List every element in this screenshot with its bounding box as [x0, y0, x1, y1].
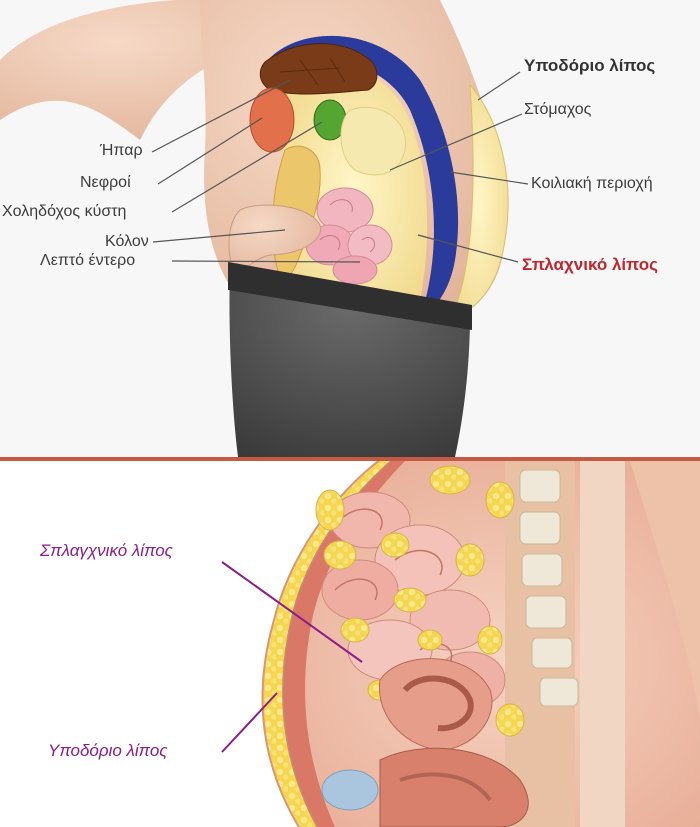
label-kidneys: Νεφροί	[80, 174, 131, 191]
leader-subcutaneous-fat	[477, 71, 521, 101]
bottom-leader-lines	[221, 561, 363, 753]
hand-shape	[228, 204, 322, 276]
label-subcutaneous-fat: Υποδόριο λίπος	[524, 56, 656, 75]
label-abdominal-cavity: Κοιλιακή περιοχή	[531, 175, 653, 192]
leader-stomach	[389, 113, 523, 171]
pelvic-organs-shape	[321, 658, 529, 827]
label-bottom-subcutaneous-fat: Υποδόριο λίπος	[48, 741, 168, 760]
spine-shape	[505, 461, 700, 827]
stomach-shape	[340, 106, 406, 176]
top-panel-art	[0, 0, 509, 457]
leader-colon	[152, 229, 286, 243]
liver-shape	[259, 43, 378, 95]
leader-liver	[151, 79, 291, 153]
leader-kidneys	[157, 117, 263, 185]
abdominal-wall-shape	[268, 35, 459, 319]
label-gallbladder: Χοληδόχος κύστη	[2, 203, 127, 220]
leader-abdominal	[449, 171, 529, 185]
label-liver: Ήπαρ	[100, 142, 143, 159]
bottom-intestines-shape	[321, 491, 506, 709]
label-small-intestine: Λεπτό έντερο	[40, 252, 136, 269]
bottom-panel-art	[0, 459, 700, 827]
leader-visceral-fat	[417, 234, 519, 263]
label-colon: Κόλον	[105, 233, 149, 250]
subcutaneous-fat-shape	[448, 83, 509, 321]
label-stomach: Στόμαχος	[524, 101, 592, 118]
label-bottom-visceral-fat: Σπλαγχνικό λίπος	[40, 541, 173, 560]
panel-divider	[0, 457, 700, 461]
top-leader-lines	[151, 71, 529, 263]
label-visceral-fat: Σπλαχνικό λίπος	[522, 255, 658, 274]
leader-gallbladder	[171, 121, 323, 213]
leader-bottom-visceral-fat	[221, 561, 363, 663]
leader-bottom-subcutaneous-fat	[221, 692, 278, 753]
waistband-shape	[228, 262, 472, 330]
leader-small-intestine	[171, 260, 361, 263]
